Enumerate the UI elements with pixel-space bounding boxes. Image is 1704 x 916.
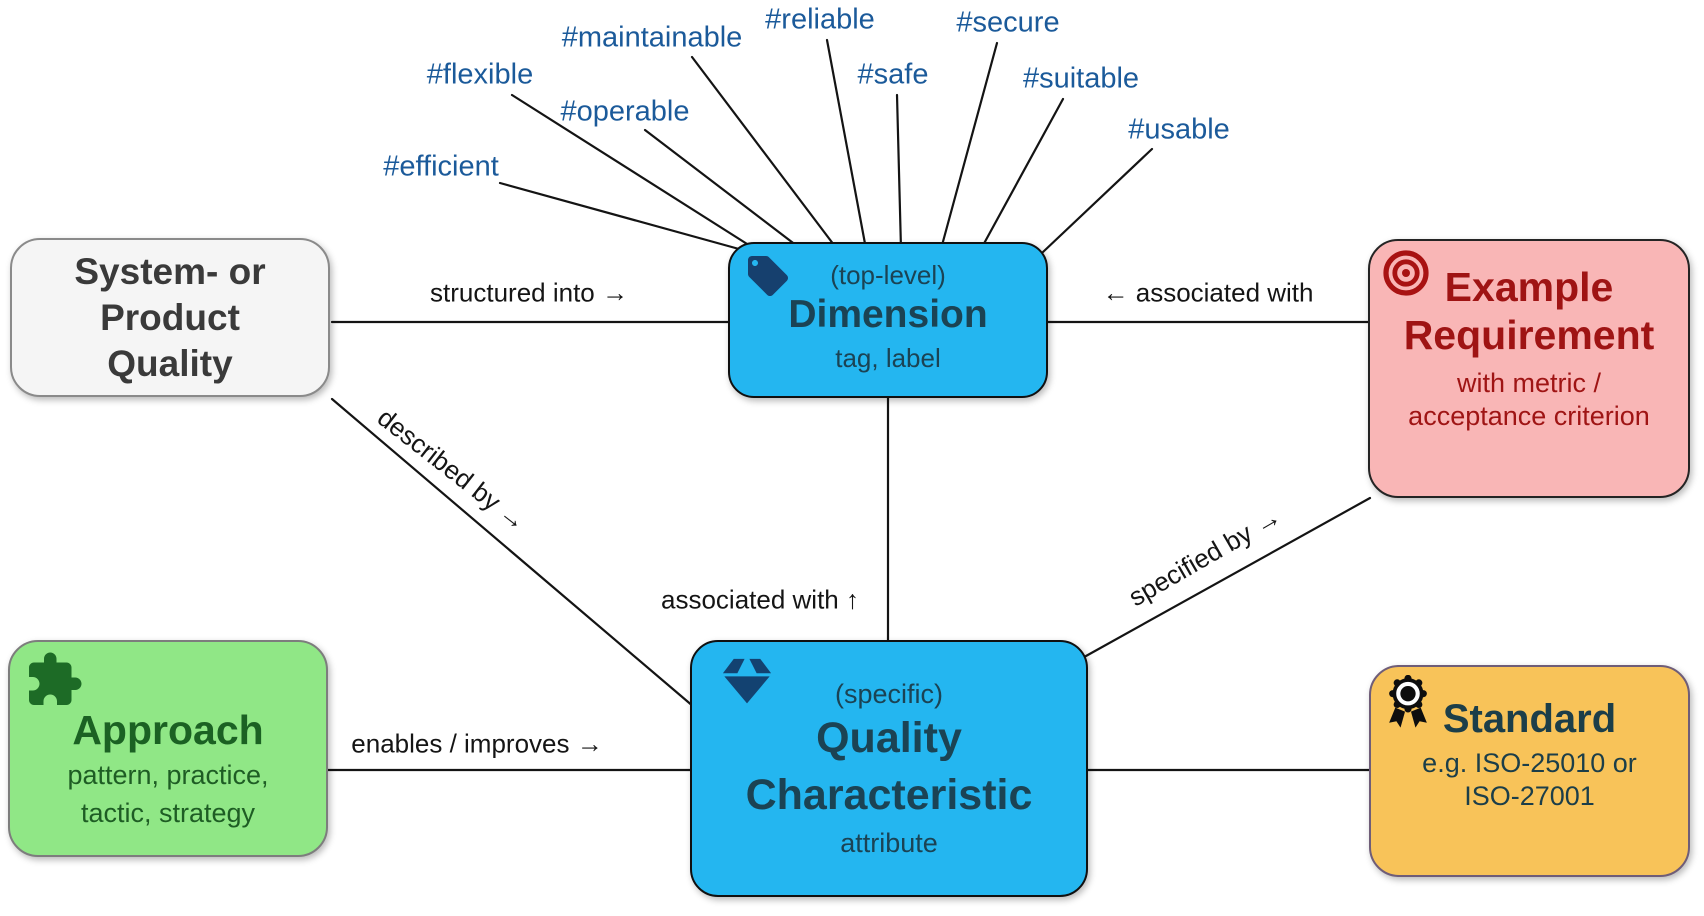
edge-label-enables-improves: enables / improves → [351, 728, 603, 759]
node-dimension: (top-level) Dimension tag, label [728, 242, 1048, 398]
node-approach-title: Approach [72, 707, 264, 753]
node-approach-subtitle: pattern, practice, tactic, strategy [67, 760, 269, 828]
hashtag-secure: #secure [956, 6, 1060, 39]
node-title-line: System- or [74, 250, 266, 292]
node-standard: Standard e.g. ISO-25010 or ISO-27001 [1369, 665, 1690, 877]
node-quality-characteristic-qualifier: (specific) [834, 678, 943, 709]
node-dimension-subtitle: tag, label [835, 343, 941, 373]
node-example-requirement-subtitle: with metric / acceptance criterion [1408, 368, 1650, 431]
award-icon [1385, 674, 1431, 736]
node-dimension-title: Dimension [788, 293, 988, 336]
hashtag-maintainable: #maintainable [561, 21, 743, 54]
hashtag-safe: #safe [857, 58, 929, 91]
edge-label-structured-into: structured into → [430, 277, 628, 308]
tag-icon [744, 252, 792, 305]
edge-label-associated-with: ← associated with [1102, 277, 1314, 308]
hashtag-suitable: #suitable [1022, 62, 1140, 95]
node-example-requirement-title: Example Requirement [1403, 264, 1655, 358]
edge-specified-by [1084, 496, 1372, 658]
puzzle-icon [24, 650, 84, 715]
node-approach: Approach pattern, practice, tactic, stra… [8, 640, 328, 857]
node-standard-subtitle: e.g. ISO-25010 or ISO-27001 [1422, 748, 1637, 811]
node-dimension-qualifier: (top-level) [830, 260, 946, 290]
node-quality-characteristic: (specific) Quality Characteristic attrib… [690, 640, 1088, 897]
edge-described-by [330, 397, 696, 709]
hashtag-operable: #operable [560, 95, 690, 128]
edge-label-associated-with-up: associated with ↑ [661, 584, 859, 615]
hashtag-reliable: #reliable [765, 3, 875, 36]
target-icon [1382, 249, 1430, 302]
node-title-line: Product [100, 296, 240, 338]
node-system-or-product-quality: System- or Product Quality [10, 238, 330, 397]
node-standard-title: Standard [1442, 697, 1617, 741]
hashtag-usable: #usable [1128, 113, 1230, 146]
relation-lines [324, 320, 1373, 772]
hashtag-fan-lines [498, 38, 1154, 254]
gem-icon [718, 654, 776, 712]
node-quality-characteristic-title: Quality Characteristic [745, 713, 1033, 819]
hashtag-efficient: #efficient [383, 150, 499, 183]
node-example-requirement: Example Requirement with metric / accept… [1368, 239, 1690, 498]
node-title-line: Quality [107, 342, 233, 384]
node-quality-characteristic-subtitle: attribute [840, 827, 938, 858]
hashtag-flexible: #flexible [426, 58, 534, 91]
